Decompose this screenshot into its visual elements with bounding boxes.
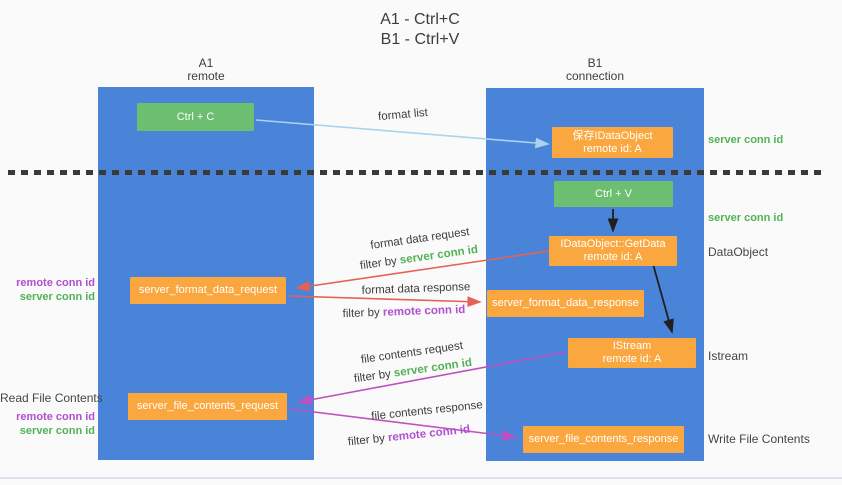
column-header-a1: A1 remote (136, 57, 276, 83)
left-conn-id-cluster-1: remote conn id server conn id (0, 276, 95, 304)
getdata-line2: remote id: A (583, 251, 643, 263)
ctrl-v-box: Ctrl + V (554, 181, 673, 207)
ctrl-v-label: Ctrl + V (595, 187, 632, 200)
column-a1-name: A1 (198, 56, 214, 70)
dataobject-label: DataObject (708, 245, 769, 259)
machine-boundary-dotted-line (8, 170, 826, 175)
istream-label: Istream (708, 349, 749, 363)
arrow-getdata-to-istream (652, 263, 674, 334)
save-idataobject-line2: remote id: A (583, 142, 642, 155)
server-conn-id-label-right-2: server conn id (708, 212, 784, 224)
server-format-data-request-box: server_format_data_request (130, 277, 286, 304)
left-conn-id-cluster-2: remote conn id server conn id (0, 410, 95, 438)
filter-by-text: filter by (342, 306, 384, 321)
arrow-file-contents-request (297, 351, 567, 405)
ctrl-c-box: Ctrl + C (137, 103, 254, 131)
server-conn-id-label: server conn id (19, 291, 95, 303)
server-format-data-response-label: server_format_data_response (492, 297, 639, 309)
write-file-contents-label: Write File Contents (708, 432, 810, 446)
title-line-1: A1 - Ctrl+C (380, 11, 460, 28)
idataobject-getdata-box: IDataObject::GetData remote id: A (549, 236, 677, 266)
arrow-format-data-request (295, 250, 550, 292)
getdata-line1: IDataObject::GetData (560, 238, 666, 250)
server-file-contents-response-label: server_file_contents_response (528, 433, 679, 445)
server-file-contents-response-box: server_file_contents_response (523, 426, 684, 453)
column-a1-role: remote (187, 69, 225, 83)
remote-conn-id-label: remote conn id (16, 277, 95, 289)
save-idataobject-line1: 保存IDataObject (572, 129, 653, 142)
diagram-title: A1 - Ctrl+C B1 - Ctrl+V (300, 10, 540, 50)
column-b1-name: B1 (587, 56, 603, 70)
save-idataobject-box: 保存IDataObject remote id: A (552, 127, 673, 158)
istream-line1: IStream (612, 340, 652, 352)
istream-line2: remote id: A (602, 353, 662, 365)
server-format-data-request-label: server_format_data_request (138, 284, 278, 296)
remote-conn-id-label: remote conn id (16, 411, 95, 423)
arrow-format-list (255, 119, 550, 149)
title-line-2: B1 - Ctrl+V (380, 31, 460, 48)
server-conn-id-label: server conn id (19, 425, 95, 437)
arrow-file-contents-response (289, 408, 517, 441)
column-header-b1: B1 connection (525, 57, 665, 83)
server-conn-id-label-right-1: server conn id (708, 134, 784, 146)
read-file-contents-label: Read File Contents (0, 391, 103, 405)
ctrl-c-label: Ctrl + C (176, 110, 215, 123)
server-file-contents-request-label: server_file_contents_request (136, 400, 279, 412)
column-b1-role: connection (565, 69, 625, 83)
istream-box: IStream remote id: A (568, 338, 696, 368)
server-file-contents-request-box: server_file_contents_request (128, 393, 287, 420)
server-format-data-response-box: server_format_data_response (487, 290, 644, 317)
bottom-divider-line (0, 477, 842, 479)
arrow-format-data-response (288, 295, 482, 308)
